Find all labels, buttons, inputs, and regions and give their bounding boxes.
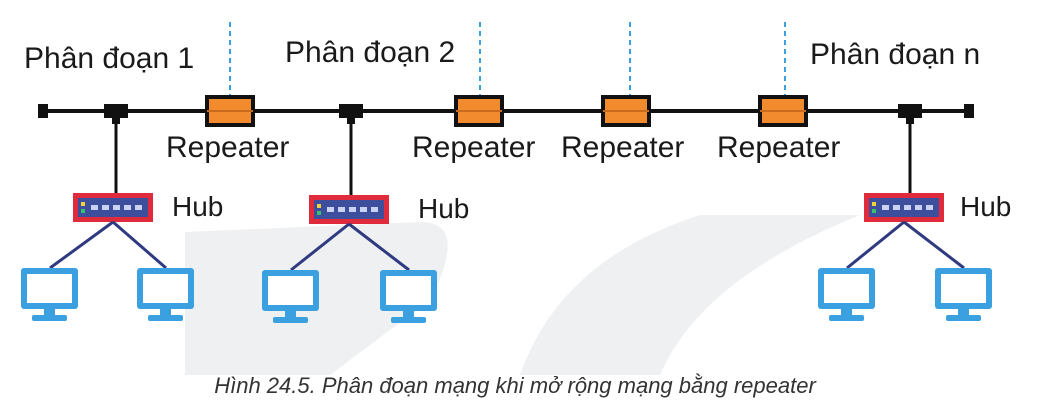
hub-cable <box>903 220 965 270</box>
hub-label: Hub <box>172 191 223 222</box>
computer-icon <box>935 268 992 321</box>
hub-branch-1: Hub <box>21 104 223 321</box>
hub-icon <box>864 193 944 222</box>
segment-labels: Phân đoạn 1 Phân đoạn 2 Phân đoạn n <box>24 36 980 75</box>
repeater-label: Repeater <box>166 131 289 164</box>
hub-cable <box>112 220 167 270</box>
repeater-label: Repeater <box>412 131 535 164</box>
segment-label-n: Phân đoạn n <box>810 38 980 71</box>
hub-cable <box>348 222 410 272</box>
hub-cable <box>290 222 350 272</box>
computer-icon <box>137 268 194 321</box>
computer-icon <box>262 270 319 323</box>
repeater-3: Repeater <box>561 95 684 164</box>
segment-dividers <box>229 22 786 96</box>
hub-label: Hub <box>960 191 1011 222</box>
figure-caption: Hình 24.5. Phân đoạn mạng khi mở rộng mạ… <box>214 373 817 398</box>
repeater-2: Repeater <box>412 95 535 164</box>
hub-label: Hub <box>418 193 469 224</box>
repeater-1: Repeater <box>166 95 289 164</box>
repeaters: Repeater Repeater Repeater Repeater <box>166 95 840 164</box>
repeater-label: Repeater <box>561 131 684 164</box>
backbone-terminator-left <box>38 104 48 118</box>
t-connector-icon <box>898 104 922 124</box>
t-connector-icon <box>339 104 363 124</box>
hub-icon <box>309 195 389 224</box>
hub-branch-2: Hub <box>262 104 469 323</box>
computer-icon <box>21 268 78 321</box>
repeater-label: Repeater <box>717 131 840 164</box>
backbone-terminator-right <box>964 104 974 118</box>
segment-label-2: Phân đoạn 2 <box>285 36 455 69</box>
watermark-right-shape <box>520 215 860 375</box>
segment-label-1: Phân đoạn 1 <box>24 42 194 75</box>
t-connector-icon <box>104 104 128 124</box>
computer-icon <box>380 270 437 323</box>
hub-cable <box>846 220 905 270</box>
hub-cable <box>49 220 114 270</box>
hub-branch-n: Hub <box>818 104 1011 321</box>
computer-icon <box>818 268 875 321</box>
repeater-4: Repeater <box>717 95 840 164</box>
backbone-bus <box>38 104 974 118</box>
hub-icon <box>73 193 153 222</box>
